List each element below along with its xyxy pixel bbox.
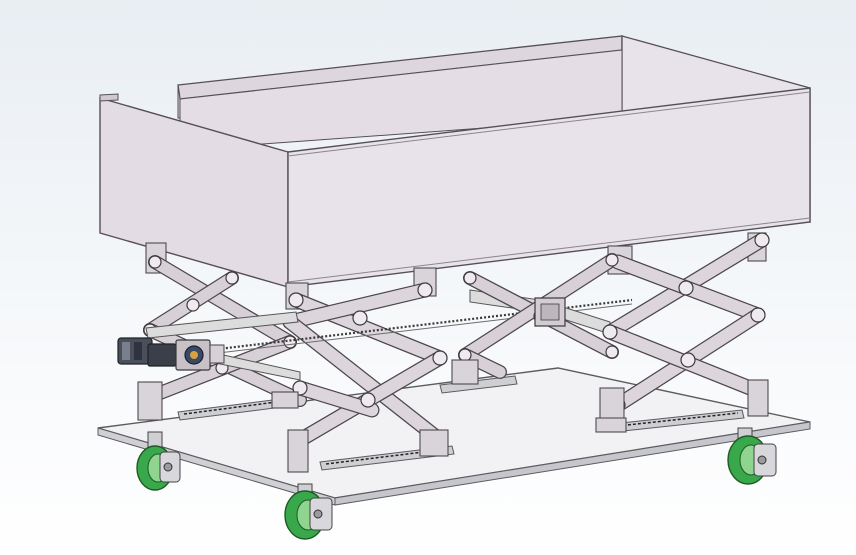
caster-wheel-front-left [136, 431, 181, 491]
lower-brackets-left [137, 381, 449, 473]
caster-wheel-front-right [284, 483, 333, 540]
caster-wheel-rear-right [727, 427, 777, 485]
storage-box[interactable] [99, 35, 811, 288]
lower-brackets-right [451, 359, 769, 433]
drive-motor[interactable] [117, 337, 225, 371]
nut-block [534, 297, 566, 327]
caster-wheels [136, 427, 777, 540]
scissor-lift-left[interactable] [143, 255, 448, 448]
